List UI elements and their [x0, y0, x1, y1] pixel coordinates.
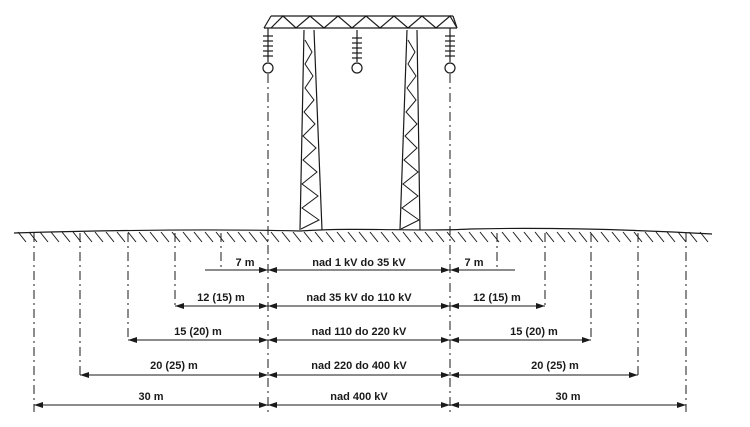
zone-1-right-distance: 7 m: [465, 257, 484, 269]
ground-hatch-mark: [39, 231, 49, 243]
tower-right-leg: [399, 29, 421, 231]
zone-3-left-distance: 15 (20) m: [174, 326, 222, 338]
ground-hatch-mark: [545, 231, 555, 243]
zone-3-voltage: nad 110 do 220 kV: [312, 326, 407, 338]
ground-hatch-mark: [501, 231, 511, 243]
ground-hatch-mark: [369, 231, 379, 243]
insulator-middle: [351, 30, 363, 74]
ground-hatch-mark: [116, 231, 126, 243]
ground-hatch-mark: [523, 231, 533, 243]
ground-hatch-mark: [94, 231, 104, 243]
ground-hatch-mark: [512, 231, 522, 243]
tower-left-leg: [299, 29, 323, 231]
ground-hatch-mark: [17, 231, 27, 243]
zone-row-4: 20 (25) m nad 220 do 400 kV 20 (25) m: [80, 360, 638, 378]
ground-hatch-mark: [28, 231, 38, 243]
zone-boundary-lines: [33, 74, 687, 412]
ground-hatch-mark: [292, 231, 302, 243]
ground-hatch-mark: [259, 231, 269, 243]
ground-hatch-mark: [303, 231, 313, 243]
ground-hatch-mark: [424, 231, 434, 243]
ground-hatch-mark: [204, 231, 214, 243]
ground-hatch-mark: [171, 231, 181, 243]
ground-hatch-mark: [182, 231, 192, 243]
ground-hatch-mark: [50, 231, 60, 243]
zone-4-voltage: nad 220 do 400 kV: [311, 360, 407, 372]
zone-2-right-distance: 12 (15) m: [473, 292, 521, 304]
ground-hatch-mark: [402, 231, 412, 243]
ground-hatch-mark: [490, 231, 500, 243]
zone-1-voltage: nad 1 kV do 35 kV: [312, 257, 406, 269]
ground-hatch-mark: [666, 231, 676, 243]
ground-hatch-mark: [435, 231, 445, 243]
ground-hatch-mark: [105, 231, 115, 243]
zone-4-left-distance: 20 (25) m: [150, 360, 198, 372]
ground-hatch-mark: [622, 231, 632, 243]
ground-hatch-mark: [479, 231, 489, 243]
ground-line: [13, 227, 713, 243]
zone-5-left-distance: 30 m: [138, 391, 163, 403]
insulator-left: [262, 28, 274, 74]
ground-hatch-mark: [534, 231, 544, 243]
ground-hatch-mark: [347, 231, 357, 243]
ground-hatch-mark: [567, 231, 577, 243]
ground-hatch-mark: [61, 231, 71, 243]
ground-hatch-mark: [556, 231, 566, 243]
ground-hatch-mark: [699, 231, 709, 243]
ground-hatch-mark: [281, 231, 291, 243]
ground-hatch-mark: [226, 231, 236, 243]
ground-hatch-mark: [138, 231, 148, 243]
zone-5-right-distance: 30 m: [555, 391, 580, 403]
ground-hatch-mark: [655, 231, 665, 243]
zone-5-voltage: nad 400 kV: [330, 391, 388, 403]
insulator-right: [444, 28, 456, 74]
ground-hatch-mark: [358, 231, 368, 243]
zone-3-right-distance: 15 (20) m: [510, 326, 558, 338]
ground-hatch-mark: [644, 231, 654, 243]
dimension-lines: 7 m nad 1 kV do 35 kV 7 m 12 (15) m nad …: [34, 257, 686, 408]
ground-hatch-mark: [149, 231, 159, 243]
ground-hatch-mark: [127, 231, 137, 243]
ground-hatch-mark: [468, 231, 478, 243]
ground-hatch-mark: [380, 231, 390, 243]
zone-2-voltage: nad 35 kV do 110 kV: [306, 292, 412, 304]
ground-hatch-mark: [391, 231, 401, 243]
zone-row-3: 15 (20) m nad 110 do 220 kV 15 (20) m: [128, 326, 591, 343]
ground-hatch-mark: [193, 231, 203, 243]
ground-hatch-mark: [83, 231, 93, 243]
zone-1-left-distance: 7 m: [236, 257, 255, 269]
ground-hatch-mark: [611, 231, 621, 243]
zone-2-left-distance: 12 (15) m: [197, 292, 245, 304]
ground-hatch-mark: [314, 231, 324, 243]
zone-row-2: 12 (15) m nad 35 kV do 110 kV 12 (15) m: [175, 292, 545, 309]
ground-hatch-mark: [413, 231, 423, 243]
ground-hatch-mark: [457, 231, 467, 243]
ground-hatch-mark: [600, 231, 610, 243]
ground-hatch-mark: [237, 231, 247, 243]
tower-crossarm: [263, 15, 458, 29]
ground-hatch-mark: [677, 231, 687, 243]
ground-hatch-mark: [688, 231, 698, 243]
ground-hatch-mark: [446, 231, 456, 243]
zone-4-right-distance: 20 (25) m: [531, 360, 579, 372]
zone-row-1: 7 m nad 1 kV do 35 kV 7 m: [205, 257, 515, 273]
ground-hatch-mark: [336, 231, 346, 243]
transmission-tower: [262, 15, 458, 231]
zone-row-5: 30 m nad 400 kV 30 m: [34, 391, 686, 408]
ground-hatch-mark: [325, 231, 335, 243]
ground-hatch-mark: [160, 231, 170, 243]
ground-hatch-mark: [270, 231, 280, 243]
ground-hatch-mark: [248, 231, 258, 243]
ground-hatch-mark: [215, 231, 225, 243]
ground-hatch-mark: [578, 231, 588, 243]
